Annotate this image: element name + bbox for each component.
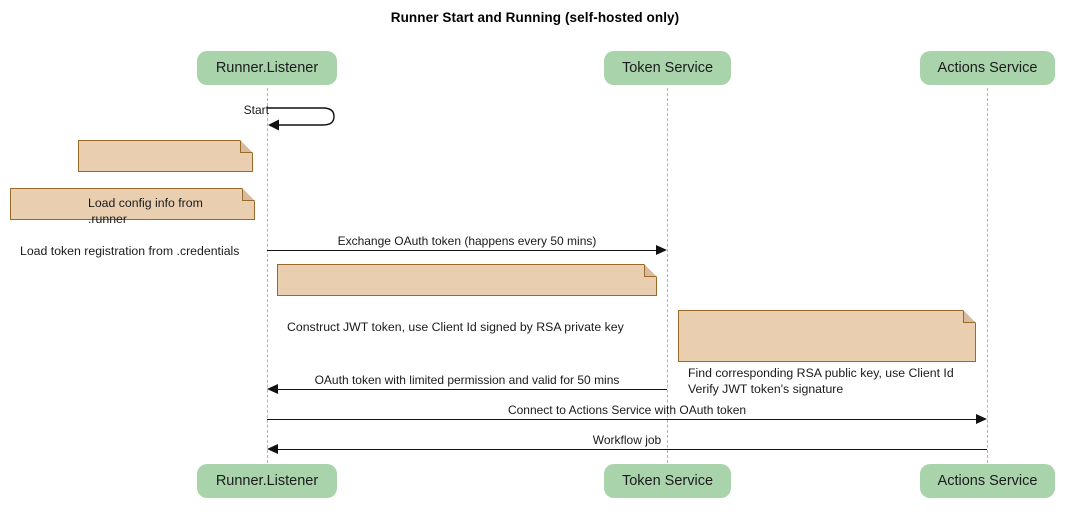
message-line-connect-actions-service [267, 419, 979, 420]
diagram-title: Runner Start and Running (self-hosted on… [390, 10, 680, 25]
note-verify-jwt-token: Find corresponding RSA public key, use C… [678, 309, 977, 396]
participant-actions-service-bottom[interactable]: Actions Service [920, 464, 1055, 498]
note-load-config-info-text: Load config info from .runner [88, 196, 203, 226]
self-message-start [267, 105, 347, 133]
arrowhead-workflow-job [267, 443, 278, 454]
note-load-token-registration-text: Load token registration from .credential… [20, 244, 240, 258]
message-label-connect-actions-service: Connect to Actions Service with OAuth to… [507, 403, 747, 417]
note-construct-jwt-token: Construct JWT token, use Client Id signe… [277, 263, 658, 334]
lifeline-runner-listener [267, 88, 268, 463]
participant-token-service-bottom[interactable]: Token Service [604, 464, 731, 498]
note-load-token-registration: Load token registration from .credential… [10, 187, 256, 258]
note-construct-jwt-token-text: Construct JWT token, use Client Id signe… [287, 320, 624, 334]
note-load-config-info: Load config info from .runner [78, 139, 254, 226]
message-label-start: Start [243, 103, 269, 117]
lifeline-actions-service [987, 88, 988, 463]
message-label-oauth-token-limited: OAuth token with limited permission and … [314, 373, 620, 387]
participant-actions-service-top[interactable]: Actions Service [920, 51, 1055, 85]
participant-runner-listener-top[interactable]: Runner.Listener [197, 51, 337, 85]
message-line-oauth-token-limited [278, 389, 667, 390]
participant-token-service-top[interactable]: Token Service [604, 51, 731, 85]
arrowhead-oauth-token-limited [267, 383, 278, 394]
participant-runner-listener-bottom[interactable]: Runner.Listener [197, 464, 337, 498]
message-line-workflow-job [278, 449, 987, 450]
lifeline-token-service [667, 88, 668, 463]
message-label-exchange-oauth-token: Exchange OAuth token (happens every 50 m… [337, 234, 597, 248]
note-verify-jwt-token-text: Find corresponding RSA public key, use C… [688, 366, 954, 396]
message-label-workflow-job: Workflow job [592, 433, 662, 447]
arrowhead-exchange-oauth-token [656, 244, 667, 255]
arrowhead-connect-actions-service [976, 413, 987, 424]
message-line-exchange-oauth-token [267, 250, 659, 251]
